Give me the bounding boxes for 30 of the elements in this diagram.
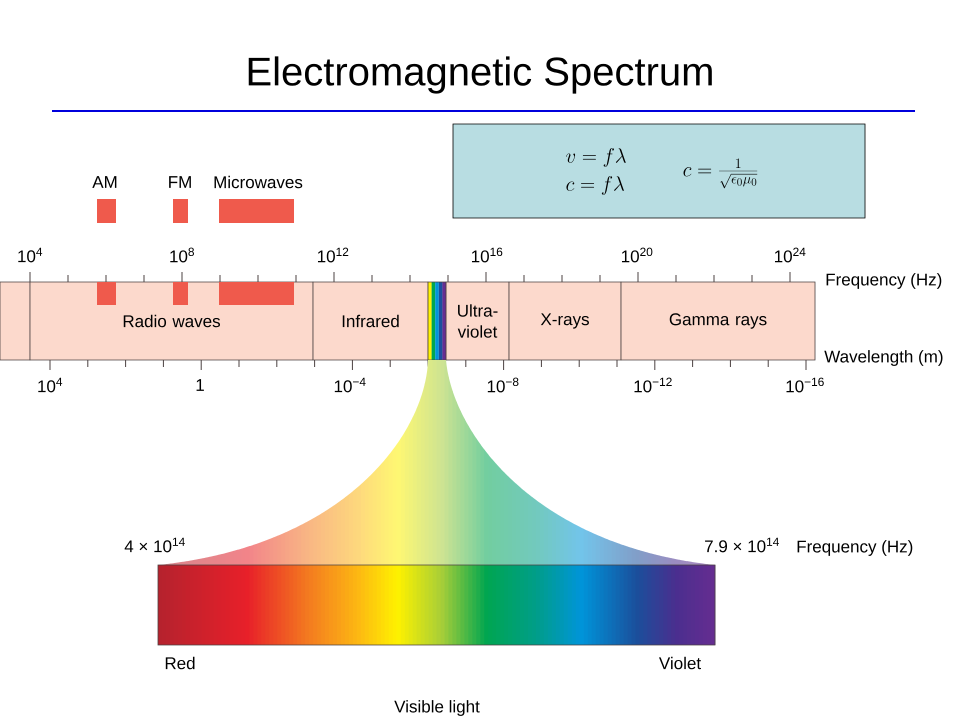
frequency-tick-label: 10$^{24}$	[775, 248, 806, 262]
axis-title: Wavelength (m)	[824, 350, 942, 366]
frequency-tick-label: 10$^{16}$	[472, 248, 502, 262]
spectrum-band: X-rays	[508, 282, 622, 360]
spectrum-band: Infrared	[312, 282, 428, 360]
wavelength-tick-label: 10$^{−8}$	[488, 378, 518, 392]
color-label: Red	[166, 656, 194, 670]
frequency-value: 4 × 10$^{14}$	[124, 538, 185, 552]
frequency-tick-label: 10$^{12}$	[318, 248, 348, 262]
color-label: Violet	[658, 656, 701, 670]
title: Electromagnetic Spectrum	[248, 56, 712, 94]
frequency-value: 7.9 × 10$^{14}$	[705, 538, 779, 552]
frequency-tick-label: 10$^{8}$	[170, 248, 194, 262]
band-label: FM	[169, 176, 191, 188]
formula-box: $v = f\lambda$ $c = f\lambda$ $c = \frac{1}{\sqrt{\epsilon_0 \mu_0}}$	[452, 124, 866, 218]
wavelength-tick-label: 10$^{−4}$	[334, 378, 366, 392]
frequency-tick-label: 10$^{4}$	[18, 248, 42, 262]
spectrum-band: Ultra- violet	[446, 282, 510, 360]
wavelength-tick-label: 1	[196, 379, 204, 391]
frequency-tick-label: 10$^{20}$	[622, 248, 652, 262]
axis-title: Frequency (Hz)	[798, 540, 912, 556]
wavelength-tick-label: 10$^{−12}$	[634, 378, 672, 392]
axis-title: Frequency (Hz)	[826, 273, 942, 289]
spectrum-band: Gamma rays	[620, 282, 816, 360]
band-label: Microwaves	[214, 176, 302, 188]
band-label: AM	[92, 176, 116, 188]
wavelength-tick-label: 10$^{4}$	[38, 378, 62, 392]
bar-label: Visible light	[394, 700, 480, 716]
wavelength-tick-label: 10$^{−16}$	[786, 378, 824, 392]
visible-spectrum-bar	[158, 564, 716, 646]
